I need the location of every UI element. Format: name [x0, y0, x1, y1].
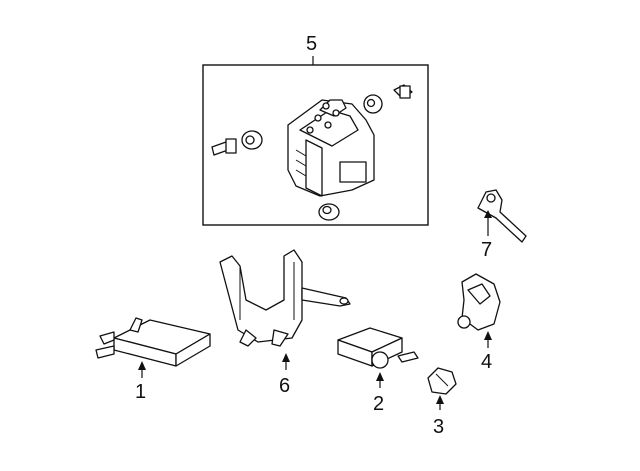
part-4-sensor-group[interactable]: 4 — [457, 273, 501, 373]
part-1-module-group[interactable]: 1 — [95, 317, 211, 403]
part-3-arrow — [436, 395, 444, 404]
part-2-sensor-group[interactable]: 2 — [337, 327, 419, 415]
part-3-cap-group[interactable]: 3 — [427, 367, 457, 438]
callout-7: 7 — [481, 239, 492, 261]
grommet-left[interactable] — [241, 130, 263, 150]
bolt-top-right[interactable] — [393, 84, 413, 99]
part-6-arrow — [282, 353, 290, 362]
part-6-bracket-group[interactable]: 6 — [219, 249, 351, 397]
part-4-arrow — [484, 331, 492, 340]
part-2-arrow — [376, 372, 384, 381]
grommet-bottom[interactable] — [318, 203, 340, 221]
grommet-top[interactable] — [363, 94, 383, 114]
callout-3: 3 — [433, 416, 444, 438]
callout-1: 1 — [135, 381, 146, 403]
abs-modulator-body[interactable] — [287, 99, 375, 197]
part-5-abs-modulator-group[interactable]: 5 — [202, 33, 429, 226]
callout-6: 6 — [279, 375, 290, 397]
callout-4: 4 — [481, 351, 492, 373]
callout-2: 2 — [373, 393, 384, 415]
part-1-arrow — [138, 361, 146, 370]
callout-5: 5 — [306, 33, 317, 55]
part-7-sensor-group[interactable]: 7 — [477, 189, 527, 261]
bolt-left[interactable] — [211, 138, 237, 156]
part-7-arrow — [484, 210, 492, 218]
